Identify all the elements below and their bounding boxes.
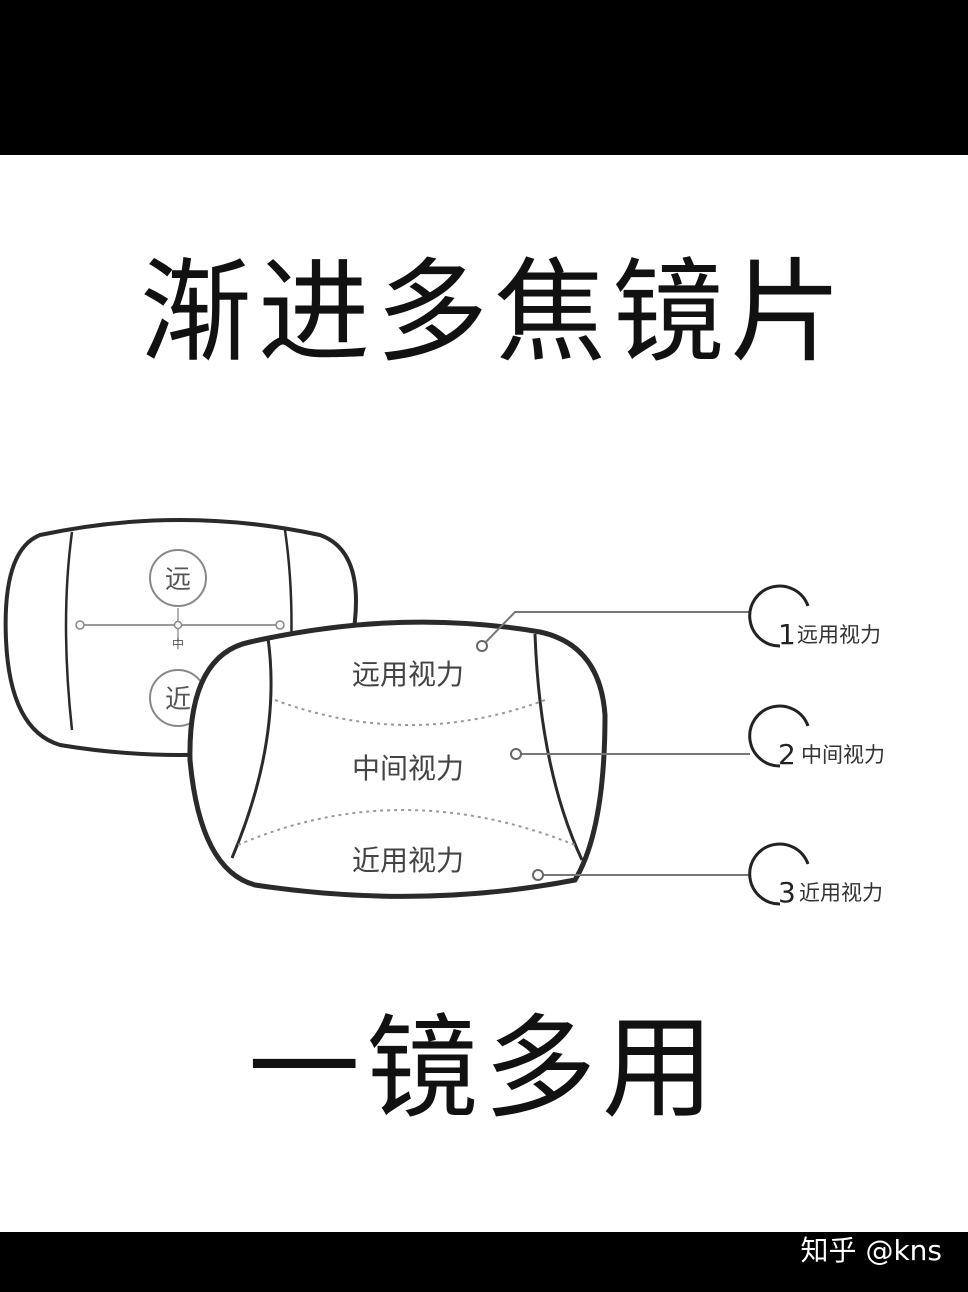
callout-2-number: 2 — [778, 738, 796, 771]
callout-3-label: 近用视力 — [799, 881, 883, 905]
front-lens-zone-intermediate: 中间视力 — [352, 752, 464, 785]
back-lens-center-label: 中 — [172, 636, 184, 651]
front-lens-zone-near: 近用视力 — [352, 844, 464, 877]
page-title: 渐进多焦镜片 — [140, 248, 848, 378]
slogan: 一镜多用 — [248, 1004, 720, 1134]
back-lens-near-label: 近 — [165, 685, 191, 715]
callout-3-number: 3 — [778, 876, 796, 909]
callout-3: 3 近用视力 — [748, 842, 883, 909]
back-lens-far-label: 远 — [165, 565, 191, 595]
callout-1: 1 远用视力 — [748, 584, 881, 651]
callout-1-number: 1 — [778, 618, 796, 651]
lens-diagram: 远 中 近 远用视力 中间视力 近用视力 1 远用视力 2 中间视力 3 近用 — [3, 518, 885, 909]
leader-lines — [476, 611, 750, 881]
callout-2-label: 中间视力 — [801, 743, 885, 767]
front-lens-zone-far: 远用视力 — [352, 658, 464, 691]
watermark: 知乎 @kns — [800, 1234, 942, 1267]
callout-1-label: 远用视力 — [797, 623, 881, 647]
top-black-bar — [0, 0, 968, 155]
front-lens: 远用视力 中间视力 近用视力 — [187, 619, 608, 899]
callout-2: 2 中间视力 — [748, 704, 885, 771]
bottom-black-bar — [0, 1232, 968, 1292]
